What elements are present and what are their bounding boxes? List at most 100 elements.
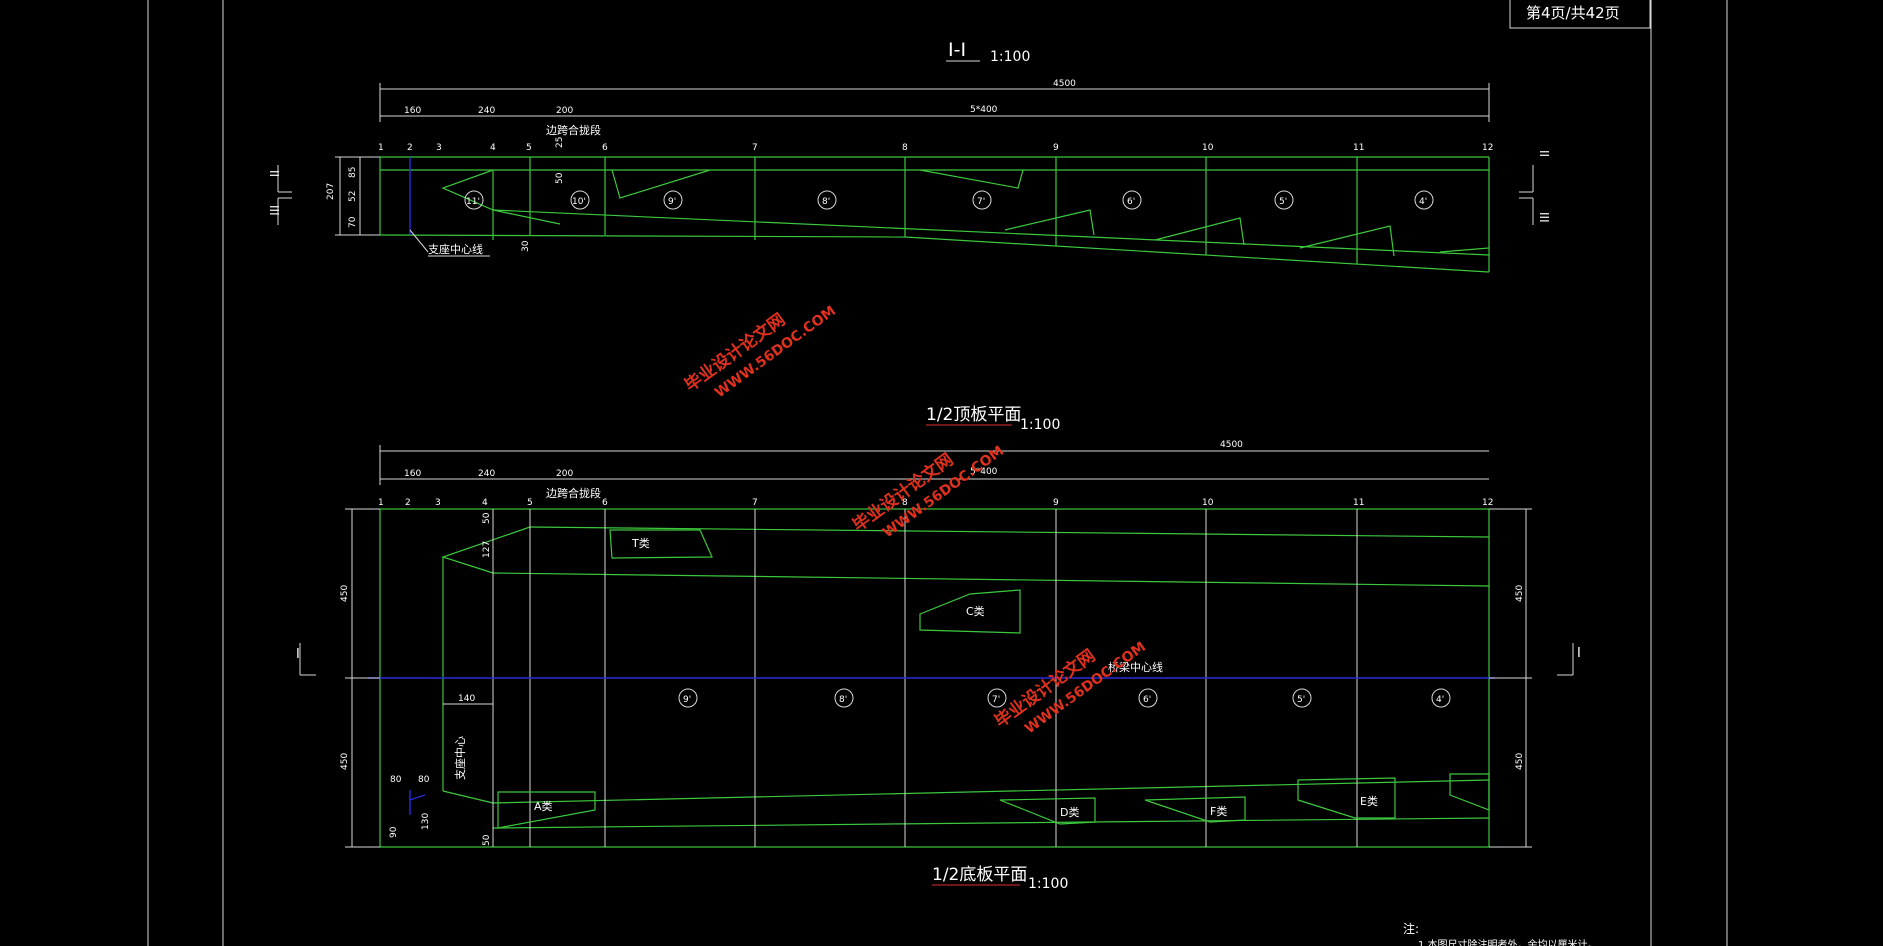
plan-dim-200: 200 [556, 469, 573, 479]
segment-11: 11' [466, 197, 480, 207]
section-mark-iii-right: III [1537, 212, 1551, 223]
plan-section-mark-left: I [296, 643, 316, 676]
plan-section-mark-i-left: I [296, 647, 300, 662]
block-c: C类 [966, 604, 985, 618]
plan-station-1: 1 [378, 498, 384, 508]
block-t: T类 [631, 536, 650, 550]
station-10: 10 [1202, 143, 1214, 153]
section-mark-right: II III [1519, 150, 1551, 225]
bottom-plan-scale: 1:100 [1028, 876, 1068, 892]
plan-segment-labels: 9' 8' 7' 6' 5' 4' [678, 688, 1451, 708]
plan-station-11: 11 [1353, 498, 1364, 508]
section-mark-ii-right: II [1537, 150, 1551, 157]
section-girder-outline [379, 156, 1490, 273]
section-view: I-I 1:100 4500 160 240 200 5*400 边跨合拢段 1… [267, 39, 1551, 273]
block-d: D类 [1060, 805, 1079, 819]
station-9: 9 [1053, 143, 1059, 153]
section-mark-left: II III [267, 165, 292, 225]
section-dim-200: 200 [556, 106, 573, 116]
top-plan-scale: 1:100 [1020, 417, 1060, 433]
height-dim-30: 30 [521, 240, 531, 252]
plan-dim-80b: 80 [418, 775, 430, 785]
plan-station-4: 4 [482, 498, 488, 508]
plan-dim-50a: 50 [482, 512, 492, 524]
top-plan-title: 1/2顶板平面 [926, 405, 1021, 425]
segment-7: 7' [977, 197, 985, 207]
height-dim-50: 50 [555, 172, 565, 184]
section-mark-ii-left: II [267, 170, 281, 177]
plan-dim-50b: 50 [482, 834, 492, 846]
station-11: 11 [1353, 143, 1364, 153]
plan-dim-127: 127 [482, 541, 492, 558]
watermarks: 毕业设计论文网 WWW.56DOC.COM 毕业设计论文网 WWW.56DOC.… [681, 303, 1149, 737]
top-plan: 1/2顶板平面 1:100 [926, 405, 1060, 433]
plan-dim-140: 140 [458, 694, 475, 704]
plan-station-8: 8 [902, 498, 908, 508]
station-2: 2 [407, 143, 413, 153]
bottom-plan: 4500 160 240 200 5*400 边跨合拢段 1 2 3 4 5 6… [296, 440, 1581, 892]
section-mark-iii-left: III [267, 205, 281, 216]
plan-half-width-left-top: 450 [340, 585, 350, 602]
station-1: 1 [378, 143, 384, 153]
block-f: F类 [1210, 804, 1227, 818]
section-scale: 1:100 [990, 49, 1030, 65]
plan-stations: 1 2 3 4 5 6 7 8 9 10 11 12 [378, 498, 1493, 508]
section-dim-240: 240 [478, 106, 495, 116]
notes: 注: 1.本图尺寸除注明者外，余均以厘米计。 [1403, 921, 1598, 946]
plan-station-9: 9 [1053, 498, 1059, 508]
station-12: 12 [1482, 143, 1493, 153]
block-e: E类 [1360, 794, 1378, 808]
plan-half-width-left-bottom: 450 [340, 753, 350, 770]
plan-dim-160: 160 [404, 469, 421, 479]
station-6: 6 [602, 143, 608, 153]
notes-heading: 注: [1403, 921, 1419, 936]
plan-half-width-right-bottom: 450 [1515, 753, 1525, 770]
section-support-label: 支座中心线 [428, 242, 483, 256]
plan-closure-label: 边跨合拢段 [546, 486, 601, 500]
height-dim-207: 207 [326, 183, 336, 200]
plan-blocks [497, 529, 1490, 829]
plan-station-5: 5 [527, 498, 533, 508]
section-closure-label: 边跨合拢段 [546, 123, 601, 137]
sheet-frame [147, 0, 1728, 946]
plan-dim-130: 130 [421, 813, 431, 830]
plan-half-width-right-top: 450 [1515, 585, 1525, 602]
segment-8: 8' [822, 197, 830, 207]
page-counter: 第4页/共42页 [1526, 4, 1620, 22]
plan-station-3: 3 [435, 498, 441, 508]
bridge-centerline-label: 桥梁中心线 [1108, 660, 1163, 674]
station-4: 4 [490, 143, 496, 153]
section-dim-5x400: 5*400 [970, 105, 998, 115]
segment-10: 10' [572, 197, 586, 207]
segment-6: 6' [1127, 197, 1135, 207]
height-dim-25: 25 [555, 137, 565, 148]
plan-segment-5: 5' [1297, 695, 1305, 705]
plan-total-dim: 4500 [1220, 440, 1243, 450]
section-total-dim: 4500 [1053, 79, 1076, 89]
height-dim-70: 70 [348, 216, 358, 228]
station-7: 7 [752, 143, 758, 153]
plan-dim-5x400: 5*400 [970, 467, 998, 477]
section-title: I-I [948, 39, 966, 61]
station-8: 8 [902, 143, 908, 153]
plan-width-dims: 450 450 450 450 [340, 508, 1532, 848]
station-3: 3 [436, 143, 442, 153]
plan-segment-8: 8' [839, 695, 847, 705]
section-stations: 1 2 3 4 5 6 7 8 9 10 11 12 [378, 143, 1493, 153]
plan-dim-240: 240 [478, 469, 495, 479]
plan-station-7: 7 [752, 498, 758, 508]
plan-station-10: 10 [1202, 498, 1214, 508]
plan-segment-9: 9' [683, 695, 691, 705]
station-5: 5 [526, 143, 532, 153]
segment-9: 9' [668, 197, 676, 207]
bottom-plan-title: 1/2底板平面 [932, 865, 1027, 885]
plan-dim-90: 90 [389, 826, 399, 838]
plan-station-12: 12 [1482, 498, 1493, 508]
plan-support-label: 支座中心 [453, 736, 467, 780]
plan-segment-7: 7' [992, 695, 1000, 705]
segment-4: 4' [1419, 197, 1427, 207]
segment-5: 5' [1279, 197, 1287, 207]
plan-station-6: 6 [602, 498, 608, 508]
block-a: A类 [534, 799, 553, 813]
